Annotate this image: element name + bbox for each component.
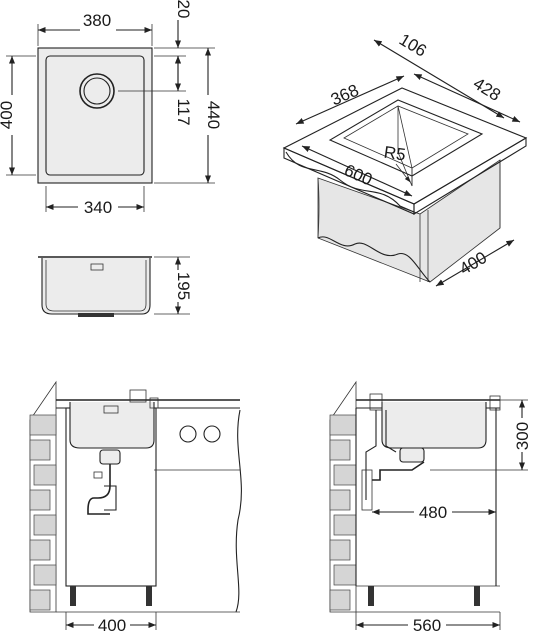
top-view-bowl (45, 55, 145, 176)
top-view: 380 400 340 20 117 440 (0, 0, 223, 217)
dim-outer-length: 440 (204, 101, 223, 129)
front-wall-bricks (29, 414, 57, 611)
overflow-icon (90, 263, 104, 271)
dim-rim: 20 (174, 0, 193, 18)
section-bowl (41, 258, 151, 315)
front-sink-bowl (69, 402, 155, 449)
drain-inner-icon (83, 77, 111, 105)
side-wall-bricks (329, 414, 357, 611)
outlet-icon (203, 425, 221, 443)
dim-top-width: 380 (83, 11, 111, 30)
dim-depth: 195 (174, 272, 193, 300)
outlet-icon (179, 425, 197, 443)
dim-iso-bowl: 368 (328, 81, 362, 110)
side-sink-bowl (381, 402, 487, 449)
front-install-view: 400 (29, 380, 242, 635)
dim-drain-distance: 480 (419, 503, 447, 522)
side-install-view: 300 480 560 (329, 380, 532, 635)
dim-bowl-width: 340 (84, 198, 112, 217)
isometric-view: 106 368 428 R5 600 400 (282, 30, 528, 287)
dim-drain-height: 300 (513, 422, 532, 450)
section-view: 195 (38, 256, 193, 317)
top-view-outer-rim (37, 47, 153, 184)
drain-outer-icon (79, 73, 115, 109)
dim-drain-offset: 117 (174, 98, 193, 125)
dim-front-cabinet-width: 400 (98, 616, 126, 635)
dim-top-length: 400 (0, 101, 16, 129)
dim-side-cabinet-depth: 560 (413, 616, 441, 635)
dim-iso-radius: R5 (383, 143, 407, 165)
